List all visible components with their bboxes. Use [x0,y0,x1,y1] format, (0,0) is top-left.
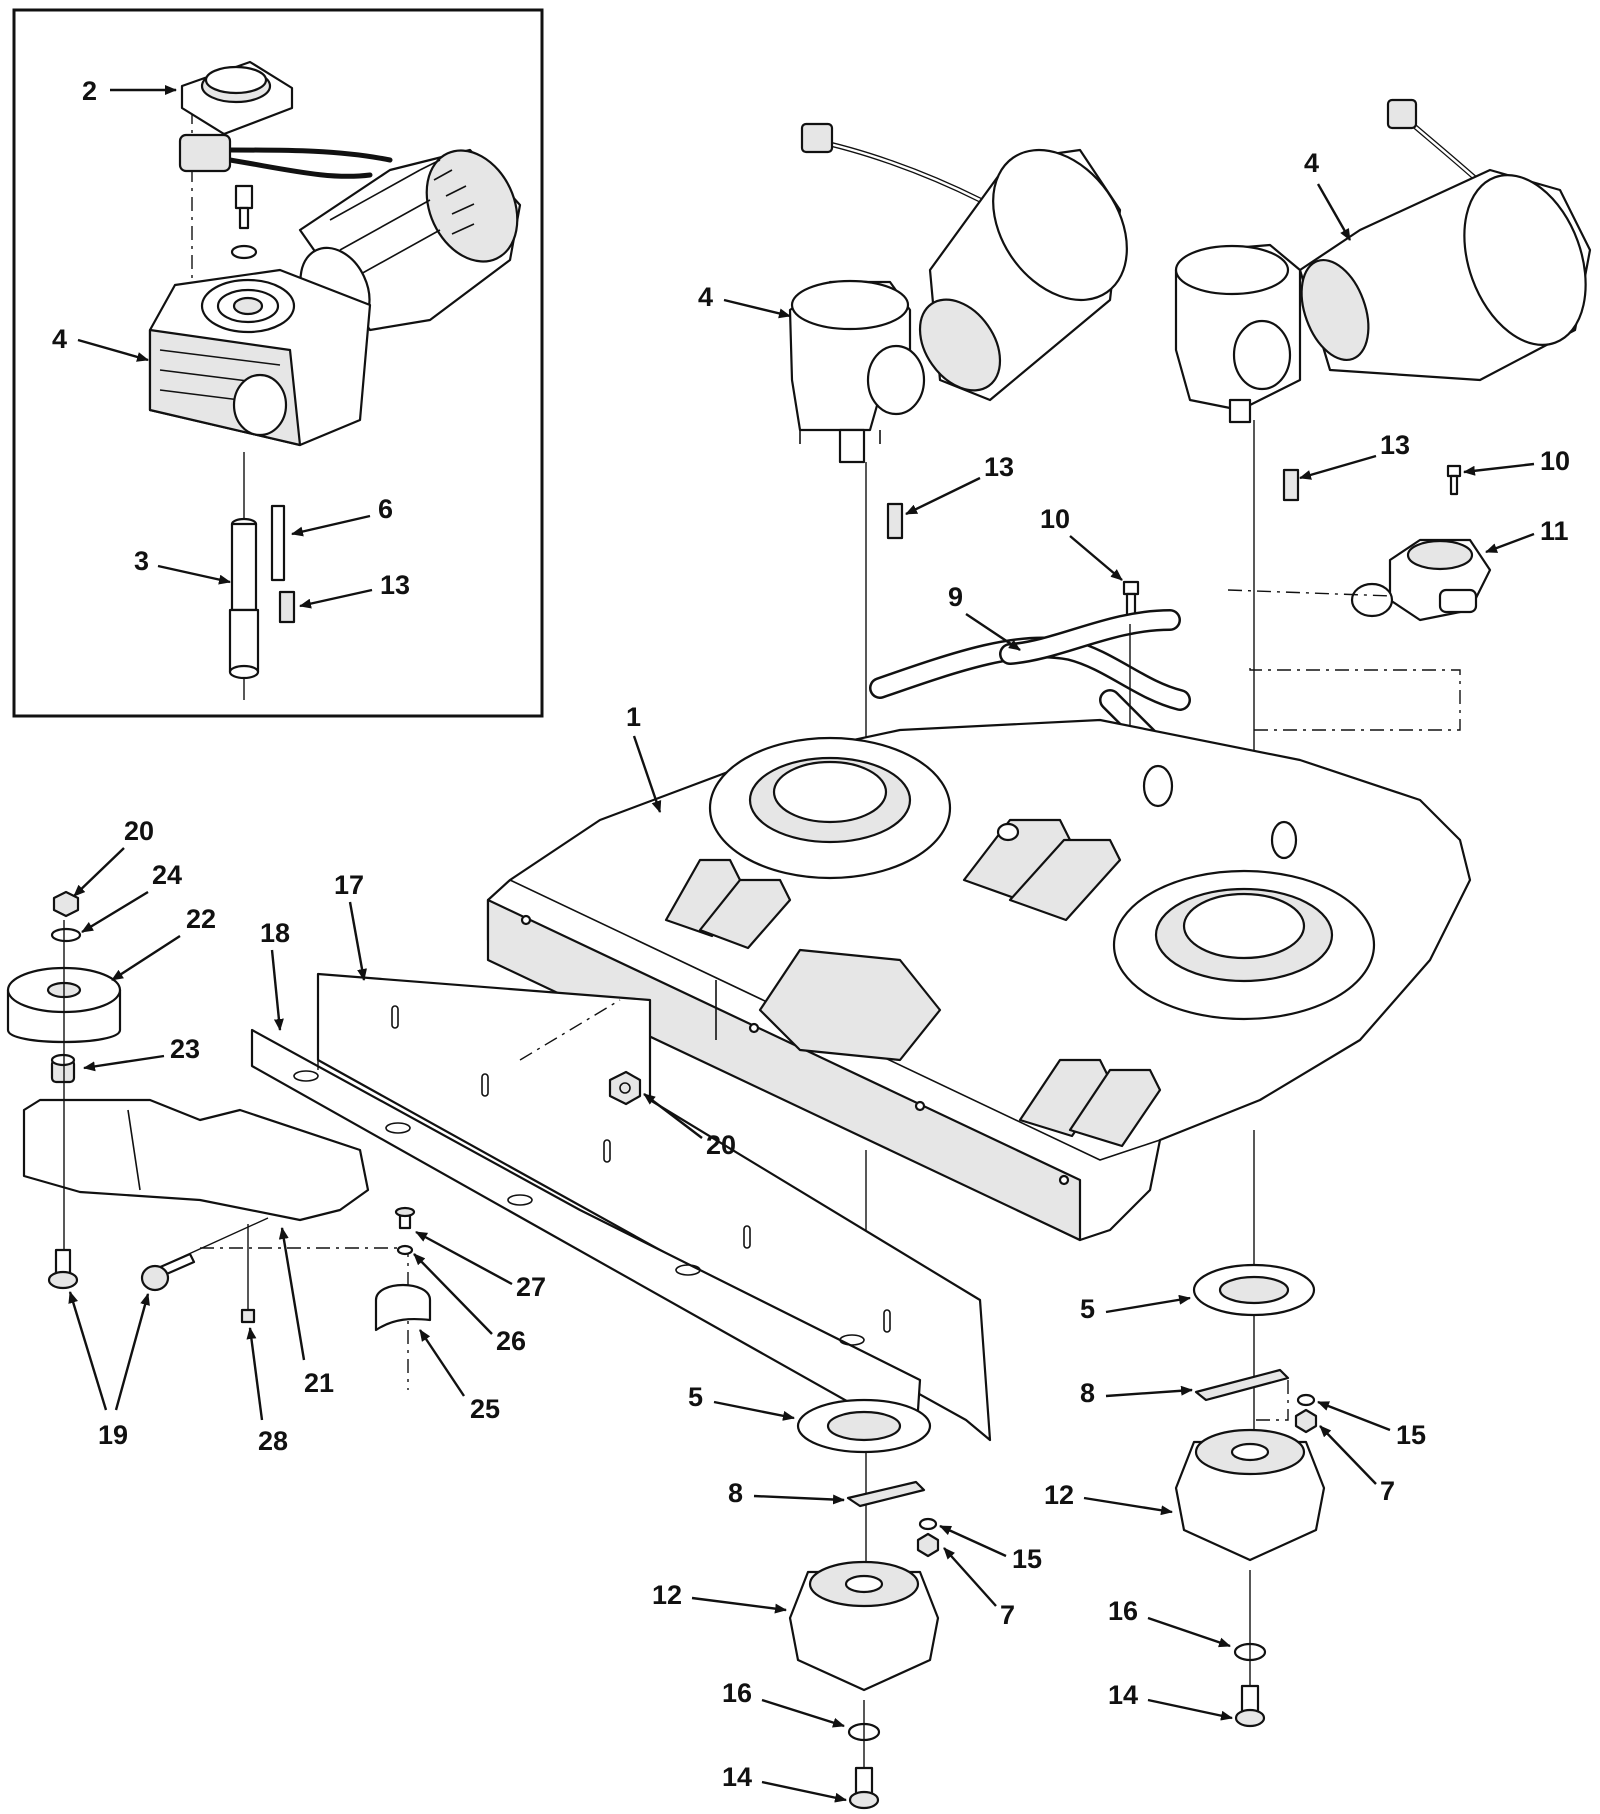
label-20-wheel: 20 [124,816,154,846]
label-4-left-motor: 4 [698,282,713,312]
label-7-right: 7 [1380,1476,1395,1506]
label-18: 18 [260,918,290,948]
inset-shaft [228,517,260,680]
label-23: 23 [170,1034,200,1064]
plate-slots [293,1005,891,1346]
label-3: 3 [134,546,149,576]
mower-deck [486,718,1472,1242]
inset-key-short [278,590,296,624]
right-motor-assembly [1174,98,1592,424]
label-24: 24 [152,860,182,890]
label-15-right: 15 [1396,1420,1426,1450]
label-6: 6 [378,494,393,524]
label-9: 9 [948,582,963,612]
label-5-right: 5 [1080,1294,1095,1324]
nut-28 [240,1224,256,1324]
left-spindle-stack [788,1398,940,1810]
label-27: 27 [516,1272,546,1302]
baffle-plate [316,972,992,1442]
key-left-motor [886,502,904,540]
label-8-left: 8 [728,1478,743,1508]
label-10-right: 10 [1540,446,1570,476]
clamp-set [374,1206,432,1332]
bolt-19-b [140,1217,269,1292]
left-motor-assembly [788,122,1128,464]
inset-key-long [270,504,286,582]
label-17: 17 [334,870,364,900]
label-25: 25 [470,1394,500,1424]
label-14-left: 14 [722,1762,752,1792]
key-right-motor [1282,468,1300,502]
bolt-19-a [47,1248,79,1290]
label-4-inset: 4 [52,324,67,354]
label-15-left: 15 [1012,1544,1042,1574]
inset-motor [298,148,522,334]
label-26: 26 [496,1326,526,1356]
label-11: 11 [1540,516,1569,546]
inset-detail: 2 4 3 6 13 [12,8,544,718]
label-22: 22 [186,904,216,934]
nut-deck [608,1070,642,1106]
label-4-right-motor: 4 [1304,148,1319,178]
inset-connector [178,133,393,179]
label-7-left: 7 [1000,1600,1015,1630]
label-16-right: 16 [1108,1596,1138,1626]
gasket-plate [180,60,294,136]
label-21: 21 [304,1368,334,1398]
label-28: 28 [258,1426,288,1456]
label-1: 1 [626,702,641,732]
label-12-left: 12 [652,1580,682,1610]
right-spindle-stack [1174,1263,1326,1728]
label-14-right: 14 [1108,1680,1138,1710]
bolt-right [1446,464,1462,496]
label-12-right: 12 [1044,1480,1074,1510]
valve [1350,538,1492,622]
label-13-inset: 13 [380,570,410,600]
label-2: 2 [82,76,97,106]
bracket-arm [22,1098,370,1222]
label-8-right: 8 [1080,1378,1095,1408]
inset-gearbox [148,268,372,447]
label-16-left: 16 [722,1678,752,1708]
label-13-left: 13 [984,452,1014,482]
label-20-deck: 20 [706,1130,736,1160]
inset-bolt [230,184,258,260]
label-13-right: 13 [1380,430,1410,460]
label-19: 19 [98,1420,128,1450]
bolt-left [1122,580,1140,626]
label-5-left: 5 [688,1382,703,1412]
label-10-left: 10 [1040,504,1070,534]
